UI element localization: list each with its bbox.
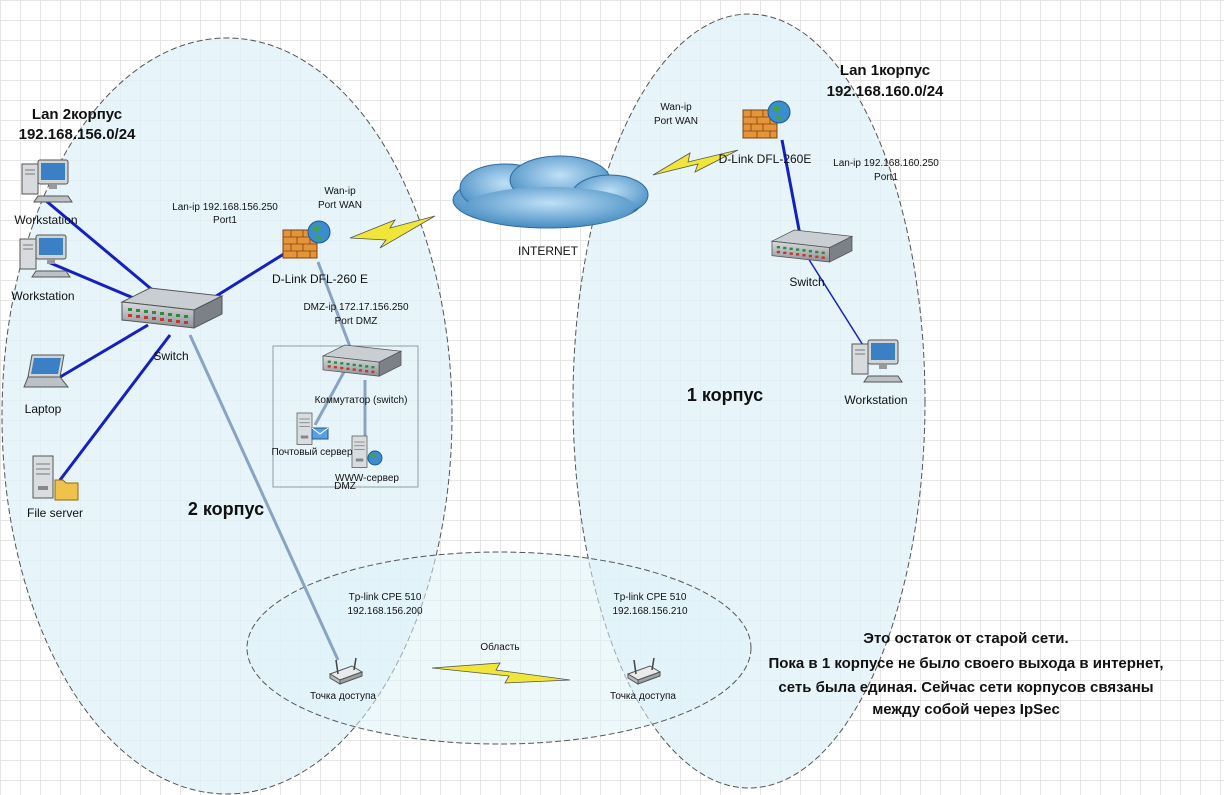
switch-right-label: Switch: [789, 275, 824, 289]
note-line-3: сеть была единая. Сейчас сети корпусов с…: [778, 679, 1153, 696]
fw1-wan-port: Port WAN: [654, 116, 698, 127]
lan1-title: Lan 1корпус: [840, 62, 930, 79]
ap-right-ip: 192.168.156.210: [612, 606, 688, 617]
fw2-dmz-port: Port DMZ: [335, 316, 378, 327]
workstation-right-label: Workstation: [844, 393, 907, 407]
workstation-2-label: Workstation: [11, 289, 74, 303]
lan2-title: Lan 2корпус: [32, 106, 122, 123]
mail-server-label: Почтовый сервер: [271, 447, 353, 458]
file-server-icon[interactable]: [32, 455, 79, 501]
fw2-wan-ip: Wan-ip: [324, 186, 356, 197]
area-label: Область: [480, 641, 519, 653]
www-server-label: WWW-сервер: [335, 473, 399, 484]
fw1-lan-ip: Lan-ip 192.168.160.250: [833, 158, 939, 169]
workstation-1-label: Workstation: [14, 213, 77, 227]
lan2-subnet: 192.168.156.0/24: [19, 126, 136, 143]
switch-right-icon[interactable]: [771, 229, 853, 263]
ap-left-model: Tp-link CPE 510: [349, 592, 422, 603]
internet-cloud-icon: [452, 155, 649, 229]
note-line-4: между собой через IpSec: [872, 701, 1060, 718]
fw2-dmz-ip: DMZ-ip 172.17.156.250: [303, 302, 409, 313]
laptop-label: Laptop: [25, 402, 62, 416]
fw2-lan-port: Port1: [213, 215, 237, 226]
wireless-link-icon: [431, 662, 571, 684]
lan1-subnet: 192.168.160.0/24: [827, 83, 944, 100]
switch-left-label: Switch: [153, 349, 188, 363]
fw1-name: D-Link DFL-260E: [719, 152, 812, 166]
note-line-1: Это остаток от старой сети.: [863, 630, 1068, 647]
dmz-switch-icon[interactable]: [322, 344, 402, 377]
fw2-lan-ip: Lan-ip 192.168.156.250: [172, 202, 278, 213]
ap-left-label: Точка доступа: [310, 691, 376, 702]
wan-link-right-icon: [652, 149, 739, 176]
workstation-1-icon[interactable]: [21, 159, 73, 203]
file-server-label: File server: [27, 506, 83, 520]
internet-label: INTERNET: [518, 244, 579, 258]
zone-1-label: 1 корпус: [687, 385, 763, 405]
note-line-2: Пока в 1 корпусе не было своего выхода в…: [768, 655, 1163, 672]
www-server-icon[interactable]: [351, 435, 383, 468]
ap-right-label: Точка доступа: [610, 691, 676, 702]
wan-link-left-icon: [349, 215, 436, 249]
dmz-switch-label: Коммутатор (switch): [315, 395, 408, 406]
dmz-label: DMZ: [334, 481, 356, 492]
switch-left-icon[interactable]: [121, 287, 223, 329]
zone-2-label: 2 корпус: [188, 499, 264, 519]
fw1-lan-port: Port1: [874, 172, 898, 183]
ap-left-ip: 192.168.156.200: [347, 606, 423, 617]
mail-server-icon[interactable]: [296, 412, 329, 445]
fw2-name: D-Link DFL-260 E: [272, 272, 368, 286]
zone-bridge-area: [246, 551, 752, 745]
fw2-wan-port: Port WAN: [318, 200, 362, 211]
fw1-wan-ip: Wan-ip: [660, 102, 692, 113]
ap-right-model: Tp-link CPE 510: [614, 592, 687, 603]
